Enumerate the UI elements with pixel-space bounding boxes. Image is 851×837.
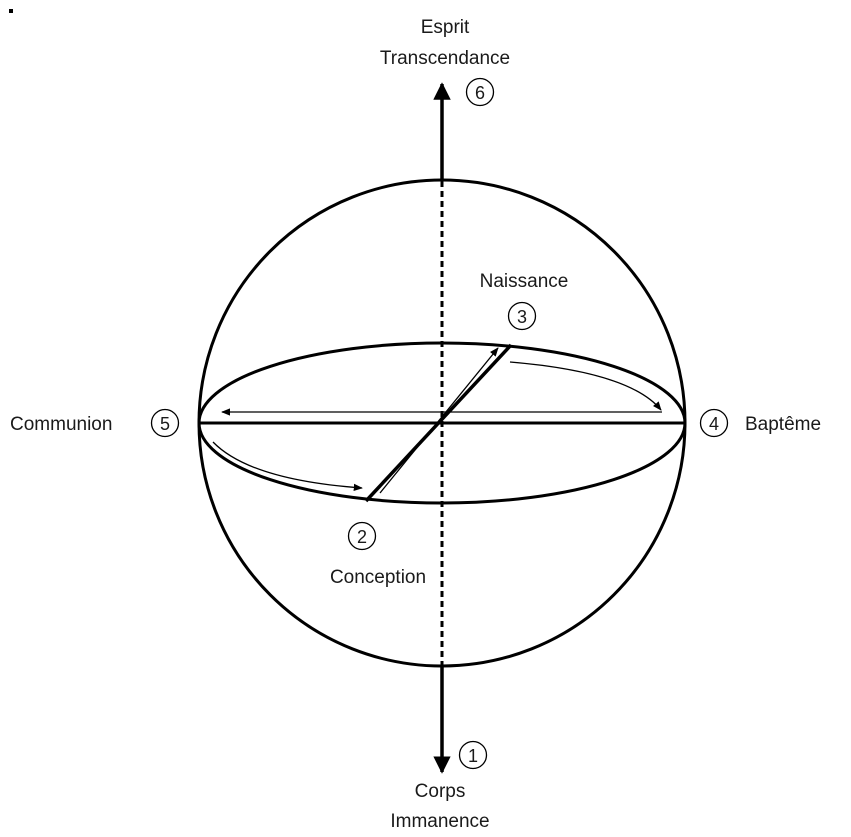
label-conception: Conception bbox=[330, 567, 426, 588]
marker-1: 1 bbox=[458, 740, 488, 770]
svg-text:5: 5 bbox=[160, 414, 170, 434]
corner-dot bbox=[9, 9, 13, 13]
diagonal-flow-arrow bbox=[379, 347, 499, 494]
marker-6: 6 bbox=[465, 77, 495, 107]
label-bapteme: Baptême bbox=[745, 414, 821, 435]
svg-text:1: 1 bbox=[468, 746, 478, 766]
flow-arrow-naissance-to-bapteme bbox=[509, 361, 662, 411]
label-esprit: Esprit bbox=[421, 17, 470, 38]
marker-5: 5 bbox=[150, 408, 180, 438]
label-transcendance: Transcendance bbox=[380, 48, 510, 69]
svg-text:3: 3 bbox=[517, 307, 527, 327]
label-communion: Communion bbox=[10, 414, 112, 435]
svg-text:2: 2 bbox=[357, 527, 367, 547]
marker-3: 3 bbox=[507, 301, 537, 331]
diagonal-axis-main bbox=[364, 343, 513, 503]
label-naissance: Naissance bbox=[480, 271, 569, 292]
label-immanence: Immanence bbox=[390, 811, 489, 832]
flow-arrow-communion-to-conception bbox=[212, 441, 363, 492]
marker-2: 2 bbox=[347, 521, 377, 551]
label-corps: Corps bbox=[415, 781, 466, 802]
svg-text:4: 4 bbox=[709, 414, 719, 434]
svg-text:6: 6 bbox=[475, 83, 485, 103]
marker-4: 4 bbox=[699, 408, 729, 438]
